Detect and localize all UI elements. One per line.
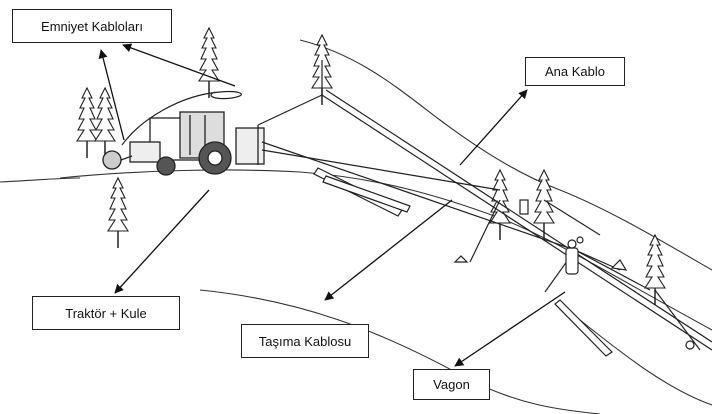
- right-slope-line: [580, 320, 712, 405]
- left-ground-line: [0, 178, 80, 182]
- label-main-cable: Ana Kablo: [525, 57, 625, 86]
- arrow-main-cable: [460, 90, 527, 165]
- arrow-wagon: [455, 292, 565, 366]
- cables: [122, 60, 712, 350]
- hill-ridge-line: [300, 40, 712, 270]
- label-carrying-cable: Taşıma Kablosu: [241, 324, 369, 358]
- pine-tree-icon: [199, 28, 219, 98]
- pine-tree-icon: [108, 178, 128, 248]
- label-tractor-tower: Traktör + Kule: [32, 296, 180, 330]
- pine-tree-icon: [77, 88, 97, 158]
- pine-tree-icon: [490, 170, 510, 240]
- safety-cable-tree: [258, 95, 322, 125]
- arrow-tractor: [115, 190, 209, 293]
- arrow-carrying-cable: [325, 200, 452, 300]
- pine-tree-icon: [95, 88, 115, 158]
- carrying-cable-lower: [262, 150, 500, 190]
- label-wagon: Vagon: [413, 369, 490, 400]
- arrow-safety-right: [123, 45, 235, 86]
- main-cable-parallel: [326, 90, 712, 342]
- main-cable: [322, 95, 712, 350]
- label-safety-cables: Emniyet Kabloları: [12, 9, 172, 43]
- tractor-icon: [103, 112, 264, 175]
